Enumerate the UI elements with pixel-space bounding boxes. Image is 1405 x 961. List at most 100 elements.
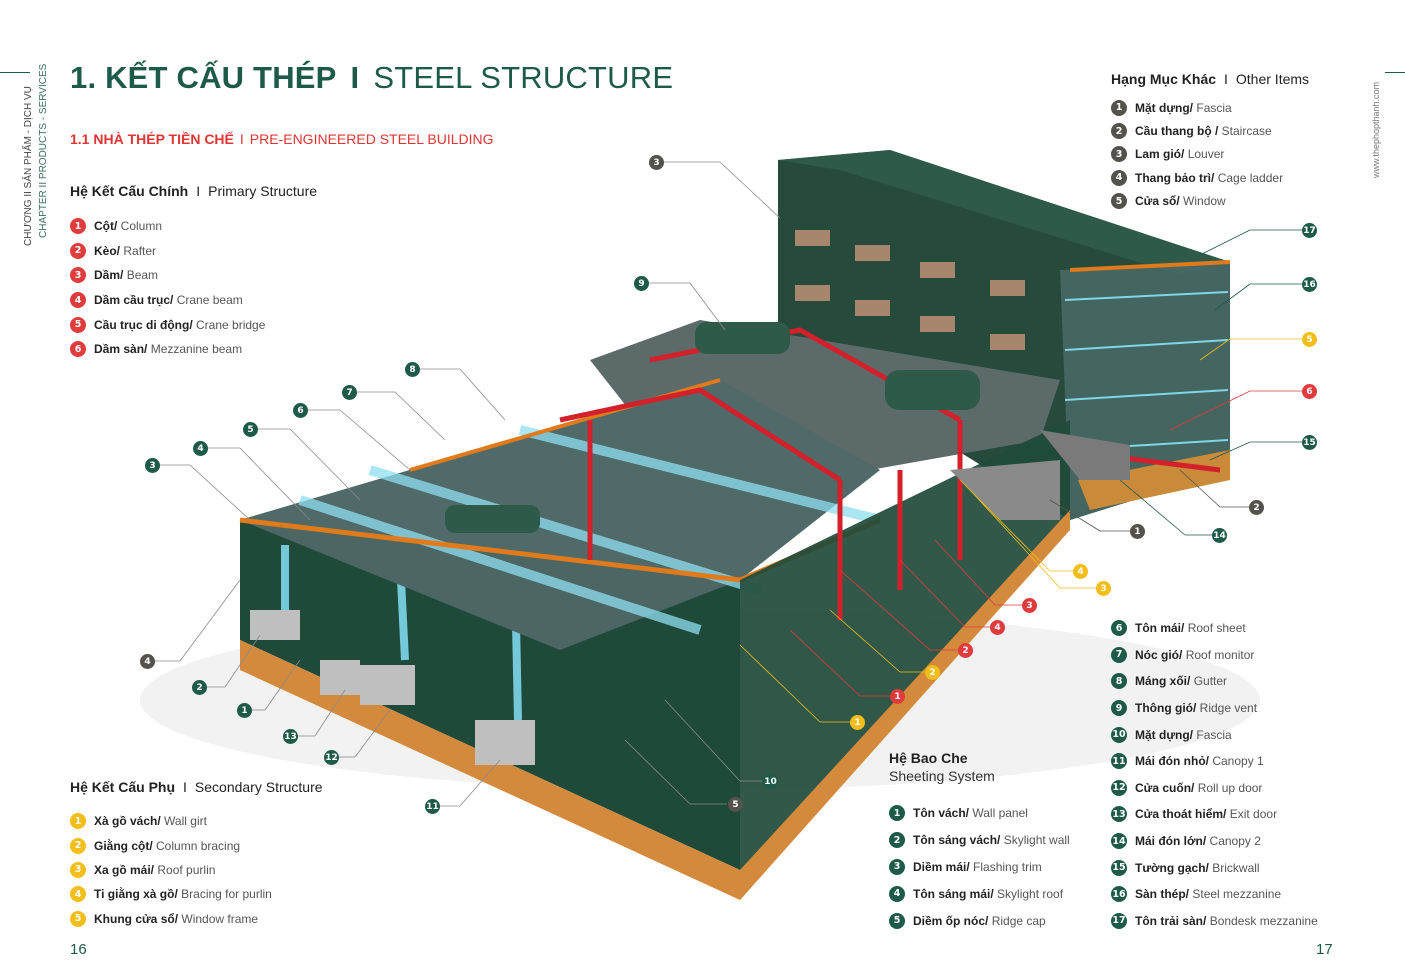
callout-sheeting-4: 4 <box>193 441 208 456</box>
callout-primary-1: 1 <box>890 689 905 704</box>
legend-label-en: Mezzanine beam <box>150 342 243 357</box>
legend-label-vi: Mặt dựng/ <box>1135 727 1194 742</box>
legend-label-vi: Xa gồ mái/ <box>94 862 155 877</box>
callout-sheeting-14: 14 <box>1212 528 1227 543</box>
legend-label-en: Crane bridge <box>196 317 266 332</box>
legend-label-en: Louver <box>1187 147 1225 162</box>
page-number-right: 17 <box>1316 941 1333 958</box>
callout-primary-4: 4 <box>990 620 1005 635</box>
sheeting-heading: Hệ Bao Che Sheeting System <box>889 749 995 785</box>
callout-sheeting-6: 6 <box>293 403 308 418</box>
legend-number: 2 <box>889 832 905 849</box>
legend-label-vi: Mái đón lớn/ <box>1135 834 1207 849</box>
legend-number: 4 <box>1111 169 1127 186</box>
legend-label-vi: Cầu trục di động/ <box>94 317 193 332</box>
subtitle-separator: I <box>239 131 244 147</box>
page-number-left: 16 <box>70 941 87 958</box>
legend-label-en: Ridge vent <box>1199 701 1258 716</box>
legend-label-vi: Khung cửa sổ/ <box>94 911 179 926</box>
legend-label-vi: Cửa thoát hiểm/ <box>1135 807 1227 822</box>
legend-label-vi: Nóc gió/ <box>1135 647 1183 662</box>
legend-number: 16 <box>1111 886 1127 903</box>
legend-label-en: Crane beam <box>176 293 243 308</box>
other-title-en: Other Items <box>1235 71 1310 87</box>
legend-number: 10 <box>1111 726 1127 743</box>
legend-label-en: Brickwall <box>1212 860 1260 875</box>
callout-other-5: 5 <box>728 797 743 812</box>
legend-label-en: Skylight roof <box>997 886 1064 901</box>
legend-label-vi: Tôn trải sàn/ <box>1135 913 1207 928</box>
legend-label-en: Fascia <box>1196 100 1232 115</box>
legend-number: 1 <box>889 805 905 822</box>
legend-number: 4 <box>70 886 86 903</box>
legend-number: 12 <box>1111 779 1127 796</box>
callout-other-1: 1 <box>1130 524 1145 539</box>
callout-primary-3: 3 <box>1022 598 1037 613</box>
legend-number: 14 <box>1111 833 1127 850</box>
callout-secondary-2: 2 <box>925 665 940 680</box>
title-en: STEEL STRUCTURE <box>373 60 674 95</box>
callout-secondary-5: 5 <box>1302 332 1317 347</box>
callout-other-2: 2 <box>1249 500 1264 515</box>
legend-number: 6 <box>1111 620 1127 637</box>
callout-primary-2: 2 <box>958 643 973 658</box>
legend-item: 6 Dầm sàn/ Mezzanine beam <box>70 337 265 362</box>
primary-title-en: Primary Structure <box>208 183 318 199</box>
legend-label-en: Bondesk mezzanine <box>1209 913 1318 928</box>
legend-label-en: Window frame <box>181 911 259 926</box>
legend-number: 15 <box>1111 859 1127 876</box>
callout-sheeting-3: 3 <box>145 458 160 473</box>
legend-label-vi: Cột/ <box>94 219 118 234</box>
callout-sheeting-12: 12 <box>324 750 339 765</box>
legend-label-en: Roof purlin <box>157 862 216 877</box>
legend-number: 3 <box>70 267 86 284</box>
callout-sheeting-9: 9 <box>634 276 649 291</box>
legend-number: 3 <box>889 858 905 875</box>
primary-title-vi: Hệ Kết Cấu Chính <box>70 183 189 199</box>
legend-number: 8 <box>1111 673 1127 690</box>
callout-sheeting-15: 15 <box>1302 435 1317 450</box>
legend-label-vi: Mặt dựng/ <box>1135 100 1194 115</box>
legend-number: 6 <box>70 341 86 358</box>
legend-label-vi: Xà gồ vách/ <box>94 814 161 829</box>
legend-label-en: Staircase <box>1221 124 1272 139</box>
legend-label-vi: Dầm cầu trục/ <box>94 293 174 308</box>
title-separator: I <box>350 60 360 95</box>
legend-label-vi: Cầu thang bộ / <box>1135 124 1219 139</box>
legend-label-en: Fascia <box>1196 727 1232 742</box>
callout-sheeting-2: 2 <box>192 680 207 695</box>
legend-label-vi: Giằng cột/ <box>94 838 153 853</box>
legend-label-en: Exit door <box>1229 807 1278 822</box>
legend-label-vi: Tôn sáng mái/ <box>913 886 994 901</box>
callout-sheeting-10: 10 <box>763 774 778 789</box>
legend-label-en: Skylight wall <box>1003 833 1070 848</box>
legend-item: 10 Mặt dựng/ Fascia <box>1111 721 1318 748</box>
callout-other-3: 3 <box>649 155 664 170</box>
legend-label-en: Roll up door <box>1197 780 1263 795</box>
legend-label-en: Rafter <box>123 243 157 258</box>
callout-secondary-4: 4 <box>1073 564 1088 579</box>
legend-number: 5 <box>1111 193 1127 210</box>
legend-label-vi: Dầm sàn/ <box>94 342 148 357</box>
legend-number: 5 <box>889 912 905 929</box>
legend-label-vi: Diềm ốp nóc/ <box>913 913 989 928</box>
